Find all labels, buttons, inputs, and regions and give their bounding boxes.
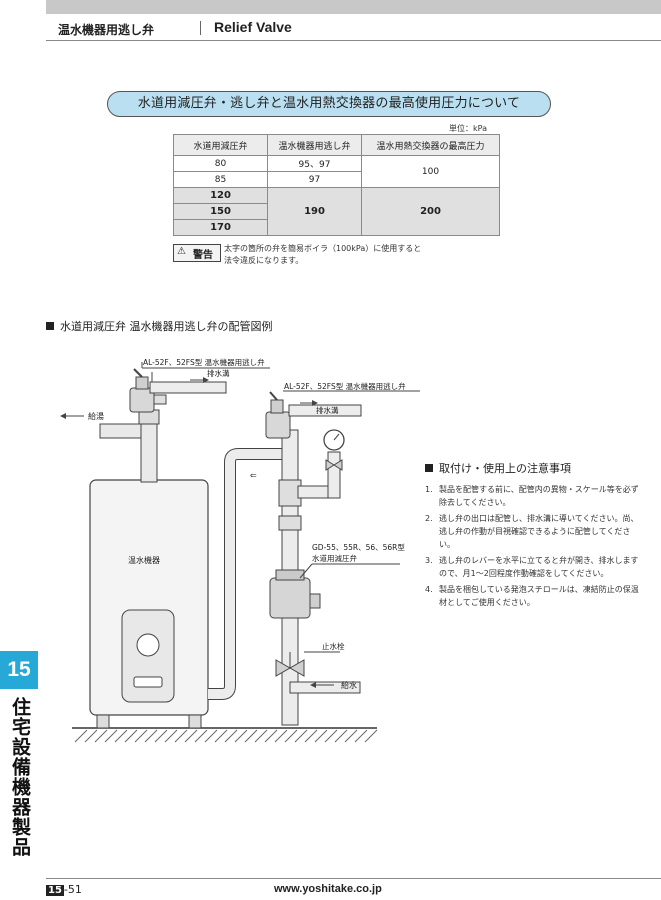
page-chapter-box: 15: [46, 885, 64, 896]
arrow-head: [60, 413, 66, 419]
page-number: 15-51: [46, 883, 82, 896]
table-row: 120 190 200: [173, 187, 500, 236]
label-relief-valve-1: AL-52F、52FS型 温水機器用逃し弁: [143, 357, 265, 367]
warning-icon: ⚠: [177, 246, 186, 257]
gauge-riser: [327, 451, 341, 499]
table-cell: 100: [361, 155, 500, 188]
label-reducer-1: GD-55、55R、56、56R型: [312, 543, 405, 552]
pipe-fitting: [278, 515, 302, 531]
pressure-section-title: 水道用減圧弁・逃し弁と温水用熱交換器の最高使用圧力について: [107, 91, 551, 117]
table-cell: 80: [173, 155, 268, 172]
arrow-head: [310, 682, 316, 688]
arrow-head: [312, 400, 318, 406]
diagram-title: 水道用減圧弁 温水機器用逃し弁の配管図例: [46, 318, 273, 334]
drain-pipe-2: [288, 404, 362, 417]
table-cell: 170: [173, 219, 268, 236]
header-title-en: Relief Valve: [214, 19, 292, 35]
chapter-title: 住宅設備機器製品: [9, 697, 31, 857]
table-cell: 95、97: [267, 155, 362, 172]
heater-gauge: [136, 633, 160, 657]
unit-label: 単位：kPa: [449, 124, 487, 133]
warning-label: 警告: [193, 250, 213, 261]
bullet-square-icon: [425, 464, 433, 472]
note-number: 3.: [425, 556, 433, 565]
list-item: 3. 逃し弁のレバーを水平に立てると弁が開き、排水しますので、月1～2回程度作動確…: [425, 554, 645, 580]
table-row: 170: [173, 219, 500, 236]
heater-outlet-pipe: [140, 419, 158, 483]
table-cell: 150: [173, 203, 268, 220]
list-item: 1. 製品を配管する前に、配管内の異物・スケール等を必ず除去してください。: [425, 483, 645, 509]
arrow-head: [203, 377, 209, 383]
table-row: 85 97: [173, 171, 500, 188]
column-header: 水道用減圧弁: [173, 134, 268, 156]
warning-line: 太字の箇所の弁を簡易ボイラ（100kPa）に使用すると: [224, 244, 422, 253]
note-text: 逃し弁のレバーを水平に立てると弁が開き、排水しますので、月1～2回程度作動確認を…: [439, 556, 639, 578]
notes-title-text: 取付け・使用上の注意事項: [439, 462, 571, 475]
pressure-table: 水道用減圧弁 温水機器用逃し弁 温水用熱交換器の最高圧力 80 95、97 10…: [173, 134, 500, 236]
gauge-needle: [333, 433, 340, 441]
leader-line: [299, 563, 313, 579]
column-header: 温水用熱交換器の最高圧力: [361, 134, 500, 156]
label-drain-1: 排水溝: [207, 368, 230, 378]
table-cell: 120: [173, 187, 268, 204]
table-cell: 190: [267, 187, 362, 236]
footer-divider: [46, 878, 661, 879]
footer-url[interactable]: www.yoshitake.co.jp: [274, 883, 382, 895]
header-title-jp: 温水機器用逃し弁: [58, 23, 155, 37]
flow-arrow: ⇐: [250, 471, 257, 480]
label-hot-water: 給湯: [88, 411, 104, 421]
relief-valve-2: [265, 391, 291, 439]
label-relief-valve-2: AL-52F、52FS型 温水機器用逃し弁: [284, 381, 406, 391]
supply-inlet-pipe: [289, 681, 361, 694]
label-reducer-2: 水道用減圧弁: [312, 553, 357, 563]
note-number: 2.: [425, 514, 433, 523]
table-row: 80 95、97 100: [173, 155, 500, 188]
warning-text: 太字の箇所の弁を簡易ボイラ（100kPa）に使用すると 法令違反になります。: [224, 243, 421, 267]
notes-list: 1. 製品を配管する前に、配管内の異物・スケール等を必ず除去してください。 2. 逃…: [425, 483, 645, 612]
hot-water-pipe: [99, 423, 142, 439]
header-separator: [200, 21, 201, 35]
column-header: 温水機器用逃し弁: [267, 134, 362, 156]
note-text: 製品を配管する前に、配管内の異物・スケール等を必ず除去してください。: [439, 485, 639, 507]
note-text: 製品を梱包している発泡スチロールは、凍結防止の保温材としてご使用ください。: [439, 585, 639, 607]
pressure-reducing-valve: [269, 569, 321, 619]
heater-label: 温水機器: [128, 555, 160, 565]
warning-line: 法令違反になります。: [224, 256, 304, 265]
heater-display: [133, 676, 163, 688]
note-number: 1.: [425, 485, 433, 494]
table-cell: 200: [361, 187, 500, 236]
page-number-text: -51: [63, 883, 82, 896]
note-text: 逃し弁の出口は配管し、排水溝に導いてください。尚、逃し弁の作動が目視確認できるよ…: [439, 514, 639, 549]
label-drain-2: 排水溝: [316, 405, 339, 415]
heater-foot: [96, 714, 110, 729]
warning-badge: ⚠ 警告: [173, 244, 221, 262]
label-supply: 給水: [341, 680, 357, 690]
bullet-square-icon: [46, 322, 54, 330]
label-stop-valve: 止水栓: [322, 641, 345, 651]
list-item: 2. 逃し弁の出口は配管し、排水溝に導いてください。尚、逃し弁の作動が目視確認でき…: [425, 512, 645, 551]
diagram-title-text: 水道用減圧弁 温水機器用逃し弁の配管図例: [60, 320, 273, 333]
list-item: 4. 製品を梱包している発泡スチロールは、凍結防止の保温材としてご使用ください。: [425, 583, 645, 609]
table-cell: 85: [173, 171, 268, 188]
page-header: 温水機器用逃し弁 Relief Valve: [46, 14, 661, 41]
chapter-number-badge: 15: [0, 651, 38, 689]
table-cell: 97: [267, 171, 362, 188]
notes-title: 取付け・使用上の注意事項: [425, 460, 571, 476]
table-header-row: 水道用減圧弁 温水機器用逃し弁 温水用熱交換器の最高圧力: [173, 134, 500, 156]
supply-loop-pipe: [208, 449, 290, 699]
drain-pipe-1: [149, 381, 227, 394]
note-number: 4.: [425, 585, 433, 594]
heater-foot: [188, 714, 202, 729]
gauge-valve-icon: [325, 459, 343, 471]
floor-hatching: [74, 729, 378, 743]
top-bar: [46, 0, 661, 14]
relief-valve-1: [129, 368, 167, 413]
piping-diagram: 温水機器 AL-52F、52FS型 温水機器用逃し弁 排水溝 給湯 ⇐ AL-5…: [60, 357, 420, 743]
